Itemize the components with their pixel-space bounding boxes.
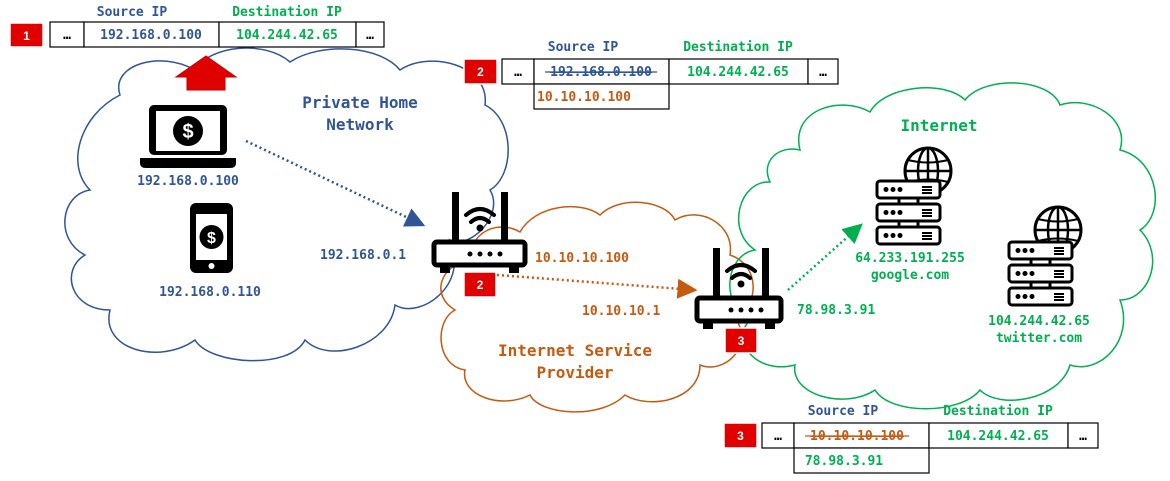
home-network-title-line1: Private Home	[302, 93, 418, 112]
isp-to-google-link	[787, 223, 863, 291]
outbound-arrow-icon	[174, 55, 238, 91]
packet-2-source-ip-new: 10.10.10.100	[537, 90, 631, 105]
web-server-icon	[1007, 205, 1083, 307]
laptop-to-router-link	[245, 139, 426, 227]
svg-text:…: …	[366, 28, 374, 43]
svg-text:$: $	[182, 121, 193, 143]
web-server-icon	[875, 146, 953, 246]
svg-text:$: $	[207, 230, 216, 247]
router-to-isp-link	[496, 273, 698, 299]
isp-title-line2: Provider	[536, 363, 613, 382]
laptop-dollar-icon: $	[140, 105, 236, 168]
svg-text:…: …	[819, 65, 827, 80]
home-router-icon	[431, 192, 528, 273]
isp-title-line1: Internet Service	[498, 341, 652, 360]
home-network-title-line2: Network	[326, 115, 394, 134]
svg-text:…: …	[774, 429, 782, 444]
packet-1-header: Source IP Destination IP 1 … 192.168.0.1…	[9, 5, 385, 48]
phone-dollar-icon: $	[190, 203, 233, 273]
svg-text:…: …	[1079, 429, 1087, 444]
packet-2-header: Source IP Destination IP 2 … 192.168.0.1…	[463, 40, 839, 110]
isp-router-icon	[694, 248, 784, 329]
google-server-ip: 64.233.191.255	[855, 251, 965, 266]
packet-1-destination-label: Destination IP	[232, 5, 342, 20]
laptop-ip: 192.168.0.100	[137, 174, 239, 189]
twitter-server-name: twitter.com	[996, 331, 1082, 346]
google-server-name: google.com	[871, 268, 949, 283]
home-router-wan-ip: 10.10.10.100	[535, 251, 629, 266]
isp-cloud	[440, 201, 754, 413]
svg-text:3: 3	[738, 334, 745, 348]
packet-1-source-label: Source IP	[97, 5, 168, 20]
packet-1-source-ip: 192.168.0.100	[100, 28, 202, 43]
home-router-badge: 2	[463, 271, 497, 298]
packet-2-destination-label: Destination IP	[683, 40, 793, 55]
svg-text:…: …	[63, 28, 71, 43]
packet-1-destination-ip: 104.244.42.65	[236, 28, 338, 43]
phone-ip: 192.168.0.110	[159, 285, 261, 300]
packet-3-destination-ip: 104.244.42.65	[947, 429, 1049, 444]
home-router-lan-ip: 192.168.0.1	[320, 248, 406, 263]
packet-3-source-label: Source IP	[808, 404, 879, 419]
svg-text:2: 2	[477, 278, 484, 292]
isp-router-internal-ip: 10.10.10.1	[582, 304, 660, 319]
packet-3-destination-label: Destination IP	[943, 404, 1053, 419]
internet-cloud	[729, 82, 1157, 410]
isp-router-public-ip: 78.98.3.91	[797, 303, 875, 318]
isp-router-badge: 3	[724, 327, 758, 354]
packet-3-source-ip-new: 78.98.3.91	[805, 454, 883, 469]
packet-3-header: Source IP Destination IP 3 … 10.10.10.10…	[723, 404, 1099, 474]
svg-text:…: …	[514, 65, 522, 80]
packet-2-badge: 2	[477, 65, 484, 79]
packet-2-destination-ip: 104.244.42.65	[687, 65, 789, 80]
internet-title: Internet	[900, 116, 977, 135]
packet-2-source-label: Source IP	[548, 40, 619, 55]
private-home-network-cloud	[64, 47, 509, 362]
packet-3-badge: 3	[737, 429, 744, 443]
twitter-server-ip: 104.244.42.65	[988, 314, 1090, 329]
packet-1-badge: 1	[23, 29, 30, 43]
